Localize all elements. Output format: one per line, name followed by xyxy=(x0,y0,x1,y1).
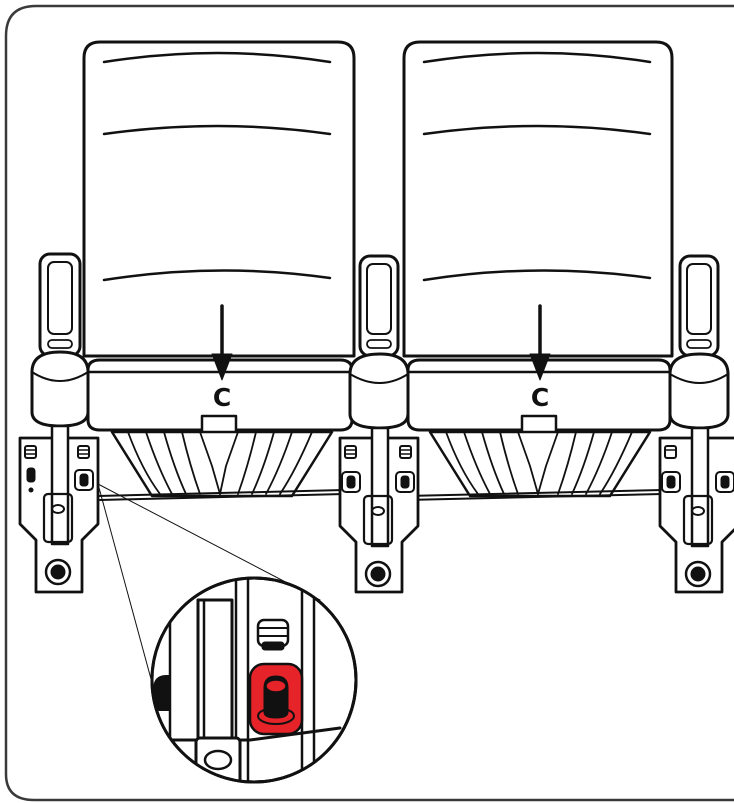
right-down-arrow-icon xyxy=(529,304,551,381)
left-seat-backrest xyxy=(82,40,356,358)
right-backrest-seam-3 xyxy=(422,269,652,282)
left-backrest-seam-1 xyxy=(102,51,332,64)
armrest-middle xyxy=(348,254,410,430)
left-down-arrow-icon xyxy=(211,304,233,381)
bracket-left xyxy=(18,424,100,594)
bracket-right xyxy=(658,426,734,594)
bolt-icon xyxy=(341,445,361,493)
magnifier-circle xyxy=(150,576,358,784)
left-backrest-seam-2 xyxy=(102,124,332,136)
frame-border xyxy=(4,4,734,802)
bolt-icon xyxy=(715,471,734,493)
highlighted-button-icon xyxy=(248,662,304,736)
right-backrest-seam-2 xyxy=(422,124,652,136)
armrest-left xyxy=(30,252,90,428)
bolt-icon xyxy=(661,445,681,493)
floor-rail xyxy=(97,489,663,501)
right-seat: C xyxy=(402,40,674,498)
bolt-icon xyxy=(256,618,290,651)
bolt-icon xyxy=(395,445,415,493)
right-seat-arrow-label: C xyxy=(531,383,549,412)
right-backrest-seam-1 xyxy=(422,51,652,64)
left-seat-arrow-label: C xyxy=(213,383,231,412)
left-seat: C xyxy=(82,40,356,498)
left-underside-ribs xyxy=(127,431,313,495)
right-seat-backrest xyxy=(402,40,674,358)
armrest-right xyxy=(668,254,730,430)
bolt-icon xyxy=(74,445,94,491)
bolt-icon xyxy=(24,445,37,493)
left-backrest-seam-3 xyxy=(102,269,332,282)
bracket-middle xyxy=(338,426,420,594)
right-underside-ribs xyxy=(445,431,633,495)
